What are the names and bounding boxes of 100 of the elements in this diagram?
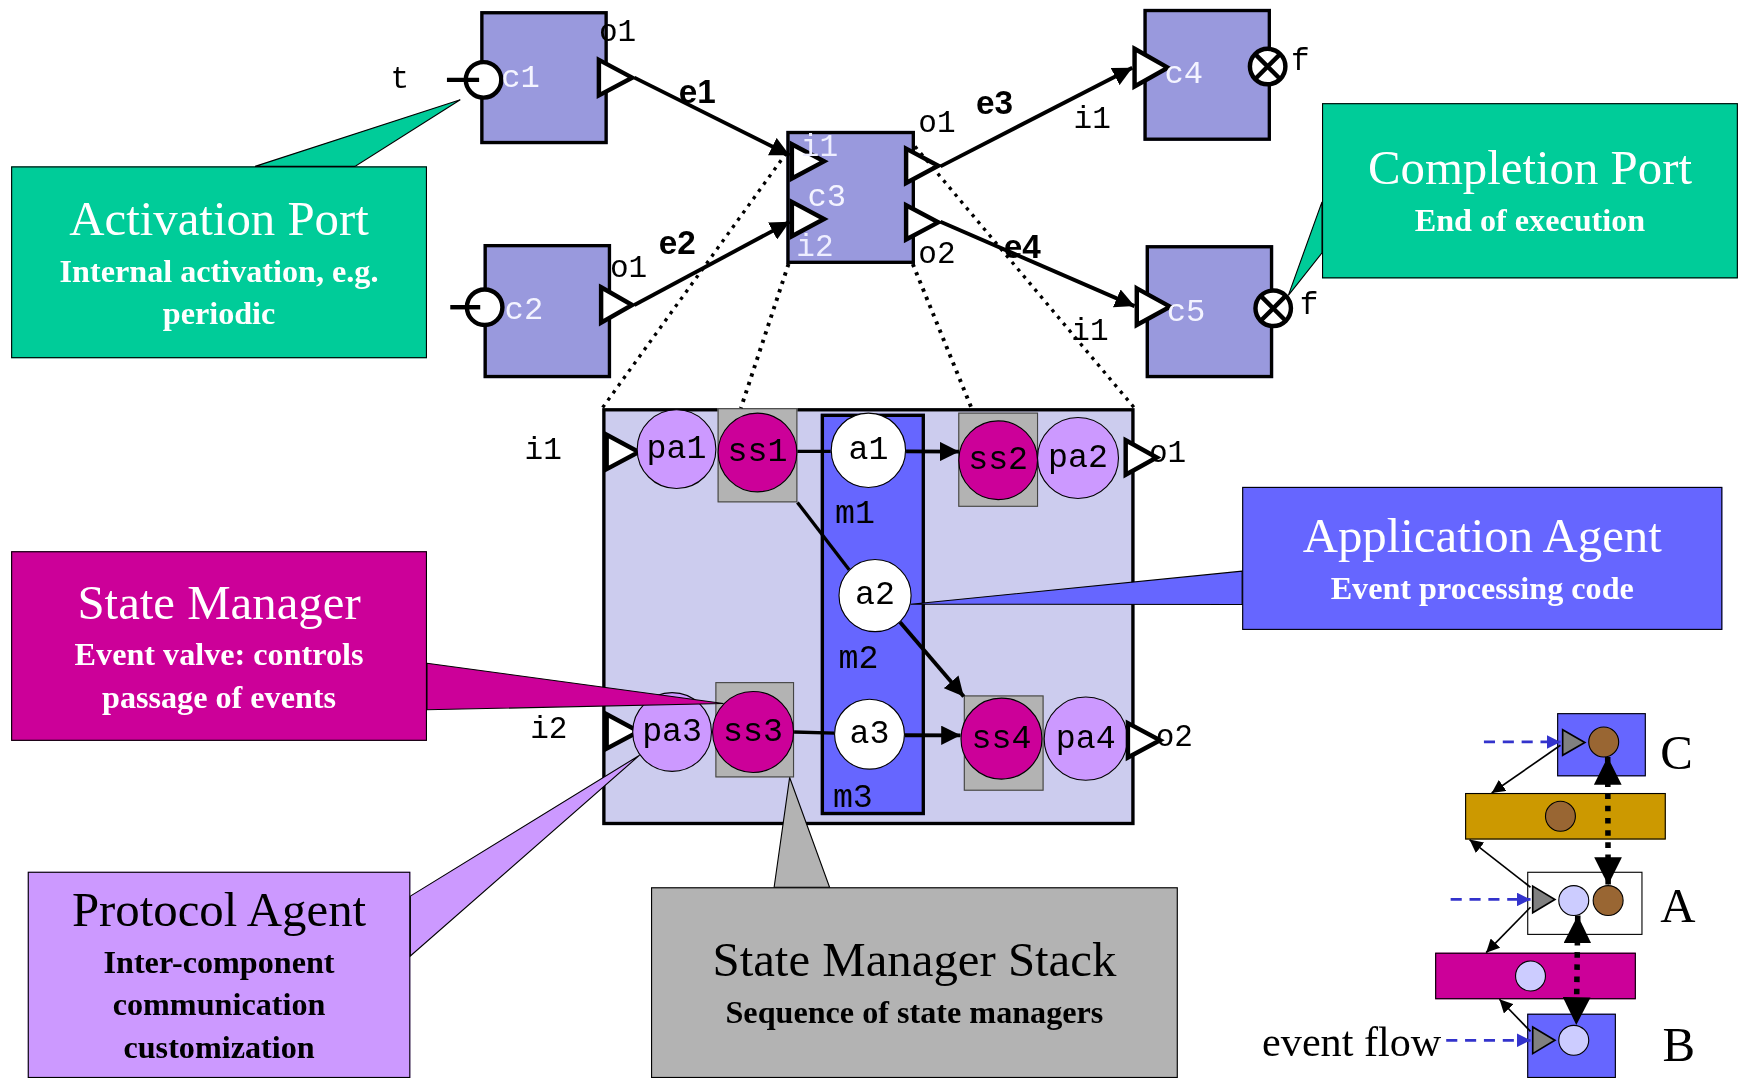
module-label: m1 bbox=[835, 495, 876, 534]
port-label: i1 bbox=[524, 433, 562, 468]
circle-label: pa1 bbox=[646, 430, 707, 468]
event-flow-arrow bbox=[1483, 735, 1561, 749]
callout-title: Completion Port bbox=[1367, 140, 1692, 198]
state-manager-circle bbox=[712, 690, 795, 773]
component-label: c3 bbox=[807, 179, 846, 216]
arrow bbox=[905, 725, 961, 745]
port-label: t bbox=[390, 62, 410, 97]
agent-dot bbox=[1587, 725, 1619, 757]
agent-column bbox=[820, 413, 925, 816]
callout-text: Event valve: controls passage of events bbox=[73, 635, 365, 717]
connector-line bbox=[797, 449, 831, 454]
callout-box bbox=[1242, 486, 1723, 630]
callout-title: State Manager bbox=[77, 574, 361, 632]
callout-pointer bbox=[773, 776, 831, 888]
circle-label: pa2 bbox=[1048, 439, 1108, 477]
port-label: i2 bbox=[530, 712, 568, 747]
callout-title: Application Agent bbox=[1302, 508, 1662, 566]
port-label: o2 bbox=[918, 237, 956, 272]
legend-text: event flow bbox=[1262, 1017, 1442, 1066]
callout-title: State Manager Stack bbox=[712, 932, 1117, 990]
component-box bbox=[786, 130, 915, 264]
event-flow-arrow bbox=[1446, 1033, 1531, 1048]
circle-label: a2 bbox=[855, 576, 895, 615]
dotted-line bbox=[910, 263, 974, 409]
port-label: f bbox=[1290, 44, 1310, 79]
connector-line bbox=[796, 501, 851, 571]
port-label: i1 bbox=[1073, 102, 1111, 137]
agent-dot bbox=[1557, 884, 1589, 916]
layer-bar bbox=[1435, 952, 1636, 1000]
circle-label: a1 bbox=[848, 431, 889, 470]
callout-text: Event processing code bbox=[1330, 568, 1634, 608]
arrow bbox=[1498, 998, 1532, 1033]
dotted-line bbox=[739, 263, 791, 409]
component-label: c4 bbox=[1164, 56, 1204, 94]
port-label: f bbox=[1299, 288, 1319, 323]
callout-pointer bbox=[1287, 201, 1323, 296]
component-letter: A bbox=[1660, 877, 1696, 934]
callout-title: Activation Port bbox=[69, 190, 369, 248]
component-box bbox=[1143, 8, 1271, 141]
callout-pointer bbox=[910, 570, 1243, 605]
connector-line bbox=[794, 730, 835, 735]
arrow bbox=[906, 441, 960, 462]
arrow bbox=[633, 220, 791, 307]
edge-label: e3 bbox=[975, 84, 1013, 122]
agent-dot bbox=[1592, 884, 1624, 916]
callout-text: Internal activation, e.g. periodic bbox=[58, 251, 380, 333]
component-box bbox=[483, 244, 612, 379]
circle-label: ss1 bbox=[727, 433, 788, 472]
dotted-arrow bbox=[1562, 915, 1592, 1025]
agent-dot bbox=[1557, 1024, 1589, 1056]
callout-pointer bbox=[409, 754, 641, 958]
circle-label: ss3 bbox=[723, 713, 783, 751]
state-manager-circle bbox=[960, 697, 1043, 780]
arrow bbox=[1485, 906, 1532, 954]
port-label: i2 bbox=[796, 230, 834, 266]
component-letter: C bbox=[1660, 724, 1693, 781]
component-label: c1 bbox=[501, 59, 540, 96]
module-label: m2 bbox=[838, 639, 879, 678]
port-label: i1 bbox=[800, 130, 838, 166]
callout-text: Sequence of state managers bbox=[725, 993, 1104, 1032]
dotted-line bbox=[913, 145, 1136, 410]
arrow bbox=[1468, 838, 1532, 889]
callout-text: End of execution bbox=[1414, 201, 1646, 240]
arrow bbox=[1490, 744, 1562, 794]
callout-pointer bbox=[426, 662, 725, 711]
state-manager-stack-box bbox=[963, 695, 1044, 791]
layer-bar bbox=[1465, 793, 1666, 840]
port-label: o1 bbox=[610, 251, 648, 287]
circle-label: ss4 bbox=[971, 719, 1032, 758]
callout-box bbox=[1322, 103, 1738, 279]
arrow bbox=[939, 220, 1136, 308]
agent-dot bbox=[1544, 800, 1576, 832]
callout-text: Inter-component communication customization bbox=[102, 942, 336, 1067]
arrow bbox=[939, 65, 1134, 169]
dotted-line bbox=[600, 152, 788, 410]
edge-label: e2 bbox=[658, 224, 696, 262]
state-manager-stack-box bbox=[715, 682, 795, 778]
circle-label: ss2 bbox=[968, 441, 1029, 480]
component-letter: B bbox=[1662, 1017, 1696, 1074]
callout-title: Protocol Agent bbox=[71, 882, 367, 940]
component-label: c5 bbox=[1166, 293, 1206, 330]
dotted-arrow bbox=[1593, 756, 1622, 886]
port-label: i1 bbox=[1071, 314, 1109, 350]
callout-box bbox=[651, 887, 1178, 1078]
edge-label: e1 bbox=[678, 73, 716, 111]
arrow bbox=[633, 75, 791, 157]
circle-label: pa3 bbox=[642, 713, 703, 751]
circle-label: a3 bbox=[849, 715, 890, 754]
callout-box bbox=[27, 871, 411, 1078]
component-box bbox=[1145, 245, 1274, 379]
port-label: o1 bbox=[918, 106, 956, 141]
callout-pointer bbox=[254, 99, 461, 167]
circle-label: pa4 bbox=[1055, 719, 1116, 758]
component-label: c2 bbox=[504, 292, 544, 330]
agent-dot bbox=[1514, 959, 1546, 991]
callout-box bbox=[11, 551, 427, 741]
event-flow-arrow bbox=[1450, 892, 1531, 907]
module-label: m3 bbox=[832, 779, 873, 818]
